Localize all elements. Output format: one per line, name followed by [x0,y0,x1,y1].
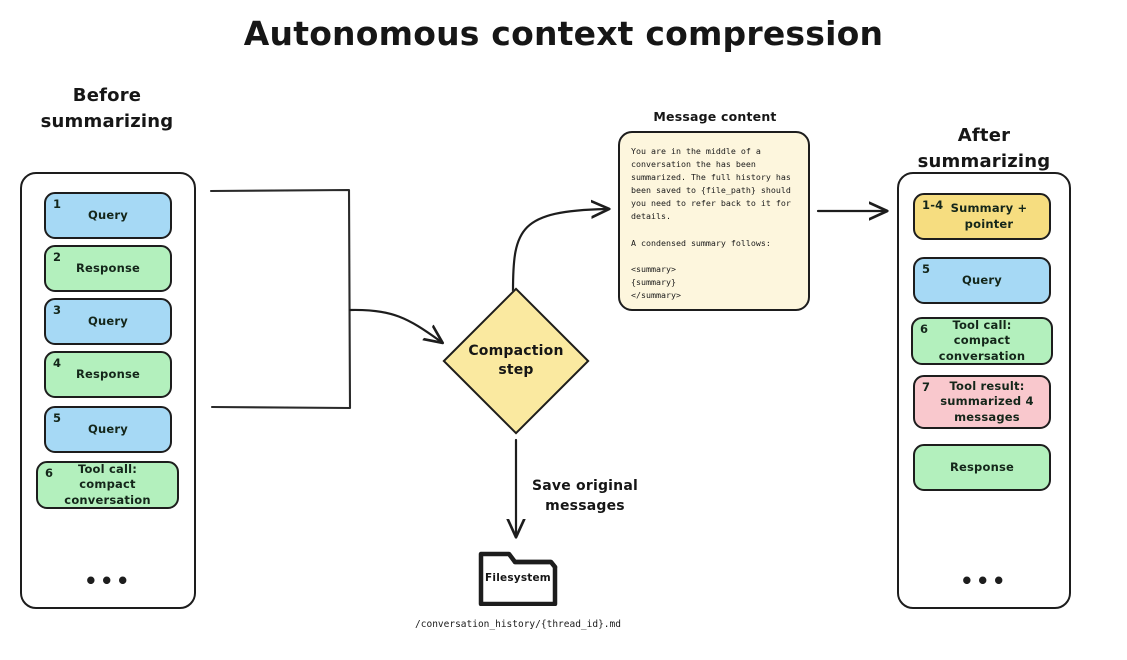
after-heading-line1: After [957,125,1011,146]
before-card-2[interactable]: 2 Response [44,245,172,292]
before-ellipsis: ••• [84,569,132,593]
before-card-5-label: Query [88,421,128,436]
before-card-3-number: 3 [53,303,62,317]
before-card-4-label: Response [75,366,141,381]
after-card-summary-label: Summary + pointer [950,200,1028,231]
after-heading-line2: summarizing [917,151,1051,173]
after-card-summary[interactable]: 1-4 Summary + pointer [913,193,1051,240]
after-card-query-number: 5 [922,262,931,276]
before-card-4[interactable]: 4 Response [44,351,172,398]
compaction-step-label: Compaction step [468,343,564,378]
filesystem-node[interactable]: Filesystem [477,548,559,606]
folder-icon [478,551,558,606]
before-card-3-label: Query [88,313,128,328]
after-card-tool-result-label: Tool result: summarized 4 messages [940,378,1034,424]
before-card-1[interactable]: 1 Query [44,192,172,239]
after-card-summary-number: 1-4 [922,198,944,212]
after-card-response-label: Response [949,459,1015,474]
edge-bracket-to-compaction [348,308,440,341]
before-heading-line2: summarizing [40,111,174,133]
after-card-query[interactable]: 5 Query [913,257,1051,304]
before-card-6-number: 6 [45,466,54,480]
after-card-response[interactable]: Response [913,444,1051,491]
after-card-tool-call-label: Tool call: compact conversation [938,317,1026,363]
message-content-heading: Message content [653,109,777,124]
after-card-tool-call-number: 6 [920,322,929,336]
filesystem-label: Filesystem [485,572,551,584]
filesystem-path: /conversation_history/{thread_id}.md [415,619,621,630]
before-card-6-label: Tool call: compact conversation [64,461,151,507]
group-bracket [209,188,352,410]
save-original-messages-label: Save original messages [532,478,638,514]
before-heading-line1: Before [72,85,142,106]
message-content-panel: You are in the middle of a conversation … [618,131,810,311]
after-ellipsis: ••• [960,569,1008,593]
before-card-1-label: Query [88,207,128,222]
after-card-query-label: Query [962,272,1002,287]
before-column-heading: Before summarizing [16,83,198,135]
before-card-2-label: Response [75,260,141,275]
before-card-5-number: 5 [53,411,62,425]
after-card-tool-result[interactable]: 7 Tool result: summarized 4 messages [913,375,1051,429]
after-card-tool-result-number: 7 [922,380,931,394]
before-card-1-number: 1 [53,197,62,211]
after-card-tool-call[interactable]: 6 Tool call: compact conversation [911,317,1053,365]
compaction-step-node[interactable]: Compaction step [442,287,590,435]
after-column-heading: After summarizing [893,123,1075,175]
message-content-body: You are in the middle of a conversation … [631,146,791,301]
page-title: Autonomous context compression [243,14,884,53]
before-card-5[interactable]: 5 Query [44,406,172,453]
before-card-3[interactable]: 3 Query [44,298,172,345]
edge-compaction-to-message-content [511,209,606,293]
before-card-2-number: 2 [53,250,62,264]
before-card-4-number: 4 [53,356,62,370]
before-card-6[interactable]: 6 Tool call: compact conversation [36,461,179,509]
